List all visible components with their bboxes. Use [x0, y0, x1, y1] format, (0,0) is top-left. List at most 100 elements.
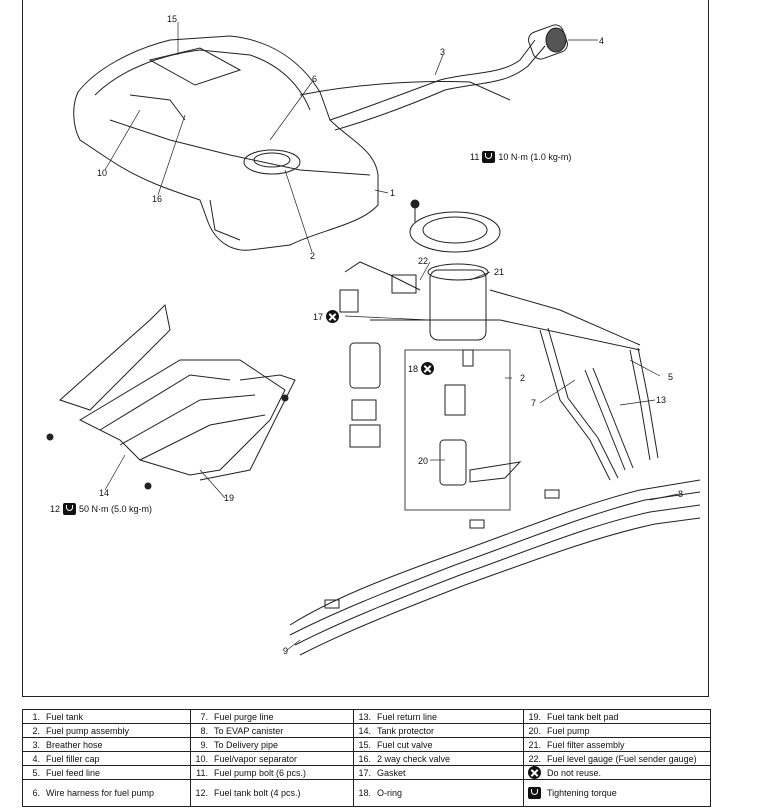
legend-number: 15. — [358, 739, 371, 750]
legend-number: 13. — [358, 711, 371, 722]
no-reuse-icon — [326, 310, 340, 323]
callout-1: 1 — [390, 188, 396, 198]
legend-text: To Delivery pipe — [214, 739, 279, 750]
torque-value-12: 50 N·m (5.0 kg-m) — [79, 504, 153, 514]
callout-11: 11 — [470, 152, 480, 162]
legend-text: Fuel return line — [377, 711, 438, 722]
legend-cell: 9. To Delivery pipe — [190, 737, 354, 752]
legend-cell: Do not reuse. — [523, 765, 711, 780]
legend-number: 18. — [358, 788, 371, 798]
legend-cell: 1. Fuel tank — [22, 709, 191, 724]
noreuse-callout-18: 18 — [408, 362, 435, 375]
legend-text: Fuel purge line — [214, 711, 274, 722]
legend-text: 2 way check valve — [377, 753, 451, 764]
callout-5: 5 — [668, 372, 674, 382]
torque-icon — [482, 151, 496, 163]
legend-number: 9. — [200, 739, 208, 750]
legend-text: Tank protector — [377, 725, 435, 736]
legend-number: 5. — [32, 767, 40, 778]
legend-cell: 17.Gasket — [353, 765, 524, 780]
torque-callout-11: 11 10 N·m (1.0 kg-m) — [470, 151, 571, 163]
leader-lines — [104, 22, 679, 651]
tank-protector-drawing — [46, 303, 296, 490]
legend-row: 3.Breather hose 9. To Delivery pipe 15. Fuel… — [22, 737, 711, 752]
legend-cell: 19. Fuel tank belt pad — [523, 709, 711, 724]
torque-icon — [528, 787, 541, 799]
noreuse-callout-17: 17 — [313, 310, 340, 323]
torque-callout-12: 12 50 N·m (5.0 kg-m) — [50, 503, 152, 515]
legend-cell: 3.Breather hose — [22, 737, 191, 752]
fuel-tank-drawing — [73, 35, 379, 251]
callout-20: 20 — [418, 456, 429, 466]
legend-text: Tightening torque — [547, 788, 617, 798]
legend-cell: 20. Fuel pump — [523, 723, 711, 738]
legend-cell: 15. Fuel cut valve — [353, 737, 524, 752]
legend-cell: 6.Wire harness for fuel pump — [22, 779, 191, 807]
fuel-pump-assembly-drawing — [339, 261, 641, 511]
callout-10: 10 — [97, 168, 108, 178]
pump-flange-drawing — [409, 199, 501, 253]
legend-row: 1. Fuel tank 7. Fuel purge line 13. Fuel retu… — [22, 709, 711, 724]
legend-text: Fuel tank — [46, 711, 84, 722]
legend-cell: Tightening torque — [523, 779, 711, 807]
legend-row: 6.Wire harness for fuel pump 12. Fuel tank… — [22, 779, 711, 807]
callout-21: 21 — [494, 267, 505, 277]
legend-text: Breather hose — [46, 739, 103, 750]
no-reuse-icon — [528, 766, 541, 779]
callout-4: 4 — [599, 36, 605, 46]
callout-18: 18 — [408, 363, 419, 374]
legend-text: Gasket — [377, 767, 406, 778]
legend-text: Fuel pump — [547, 725, 590, 736]
legend-cell: 22.Fuel level gauge (Fuel sender gauge) — [523, 751, 711, 766]
parts-legend-table: 1. Fuel tank 7. Fuel purge line 13. Fuel retu… — [22, 709, 711, 807]
legend-cell: 18. O-ring — [353, 779, 524, 807]
legend-text: Fuel tank bolt (4 pcs.) — [214, 788, 301, 798]
legend-number: 19. — [528, 711, 541, 722]
legend-number: 7. — [200, 711, 208, 722]
legend-cell: 4.Fuel filler cap — [22, 751, 191, 766]
legend-cell: 7. Fuel purge line — [190, 709, 354, 724]
callout-19: 19 — [224, 493, 235, 503]
legend-text: Fuel cut valve — [377, 739, 433, 750]
legend-number: 4. — [32, 753, 40, 764]
callout-3: 3 — [440, 47, 446, 57]
no-reuse-icon — [421, 362, 435, 375]
callout-6: 6 — [312, 74, 318, 84]
legend-cell: 12. Fuel tank bolt (4 pcs.) — [190, 779, 354, 807]
legend-cell: 21. Fuel filter assembly — [523, 737, 711, 752]
fuel-lines-drawing — [289, 327, 701, 656]
legend-cell: 11.Fuel pump bolt (6 pcs.) — [190, 765, 354, 780]
legend-number: 2. — [32, 725, 40, 736]
legend-number: 20. — [528, 725, 541, 736]
fuel-system-exploded-view — [46, 22, 701, 656]
legend-text: Fuel tank belt pad — [547, 711, 619, 722]
torque-icon — [63, 503, 77, 515]
callout-16: 16 — [152, 194, 163, 204]
callout-8: 8 — [678, 489, 684, 499]
callout-9: 9 — [283, 646, 289, 656]
legend-text: O-ring — [377, 788, 403, 798]
filler-hose-drawing — [299, 24, 568, 131]
legend-text: Fuel level gauge (Fuel sender gauge) — [547, 753, 697, 764]
legend-number: 6. — [32, 788, 40, 798]
legend-cell: 10. Fuel/vapor separator — [190, 751, 354, 766]
callout-22: 22 — [418, 256, 429, 266]
legend-number: 12. — [195, 788, 208, 798]
callout-12: 12 — [50, 504, 61, 514]
legend-cell: 8.To EVAP canister — [190, 723, 354, 738]
legend-number: 21. — [528, 739, 541, 750]
callout-2-tank: 2 — [310, 251, 316, 261]
callout-13: 13 — [656, 395, 667, 405]
legend-text: Fuel filter assembly — [547, 739, 625, 750]
legend-row: 5. Fuel feed line 11.Fuel pump bolt (6 pcs… — [22, 765, 711, 780]
legend-text: Fuel feed line — [46, 767, 101, 778]
callout-14: 14 — [99, 488, 110, 498]
legend-number: 1. — [32, 711, 40, 722]
legend-row: 4.Fuel filler cap 10. Fuel/vapor separator… — [22, 751, 711, 766]
legend-text: Fuel pump assembly — [46, 725, 130, 736]
diagram-frame — [22, 0, 709, 697]
callout-17: 17 — [313, 311, 324, 322]
legend-number: 10. — [195, 753, 208, 764]
legend-text: Fuel/vapor separator — [214, 753, 298, 764]
